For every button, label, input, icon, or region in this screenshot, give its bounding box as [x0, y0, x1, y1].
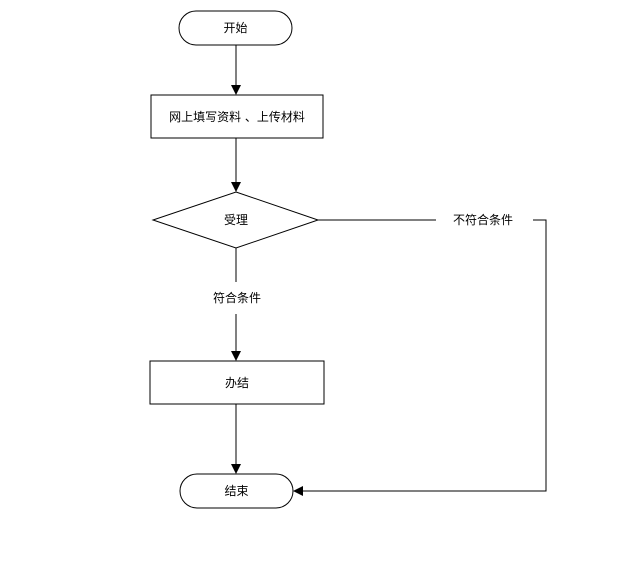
process-node-label: 办结 [225, 375, 249, 390]
end-node-label: 结束 [224, 484, 248, 498]
submit-node-label: 网上填写资料 、上传材料 [169, 109, 305, 124]
edge-label-not-meet-condition: 不符合条件 [453, 212, 513, 227]
accept-decision-node: 受理 [151, 191, 320, 249]
process-node-shape [149, 360, 325, 405]
arrow-reject-segment-2 [293, 219, 547, 496]
start-node: 开始 [178, 10, 293, 46]
process-node: 办结 [149, 360, 325, 405]
submit-node-shape [150, 94, 324, 139]
edge-label-meets-condition: 符合条件 [213, 290, 261, 305]
accept-decision-label: 受理 [224, 213, 248, 227]
end-node: 结束 [179, 473, 294, 509]
submit-node: 网上填写资料 、上传材料 [150, 94, 324, 139]
start-node-label: 开始 [223, 21, 247, 35]
